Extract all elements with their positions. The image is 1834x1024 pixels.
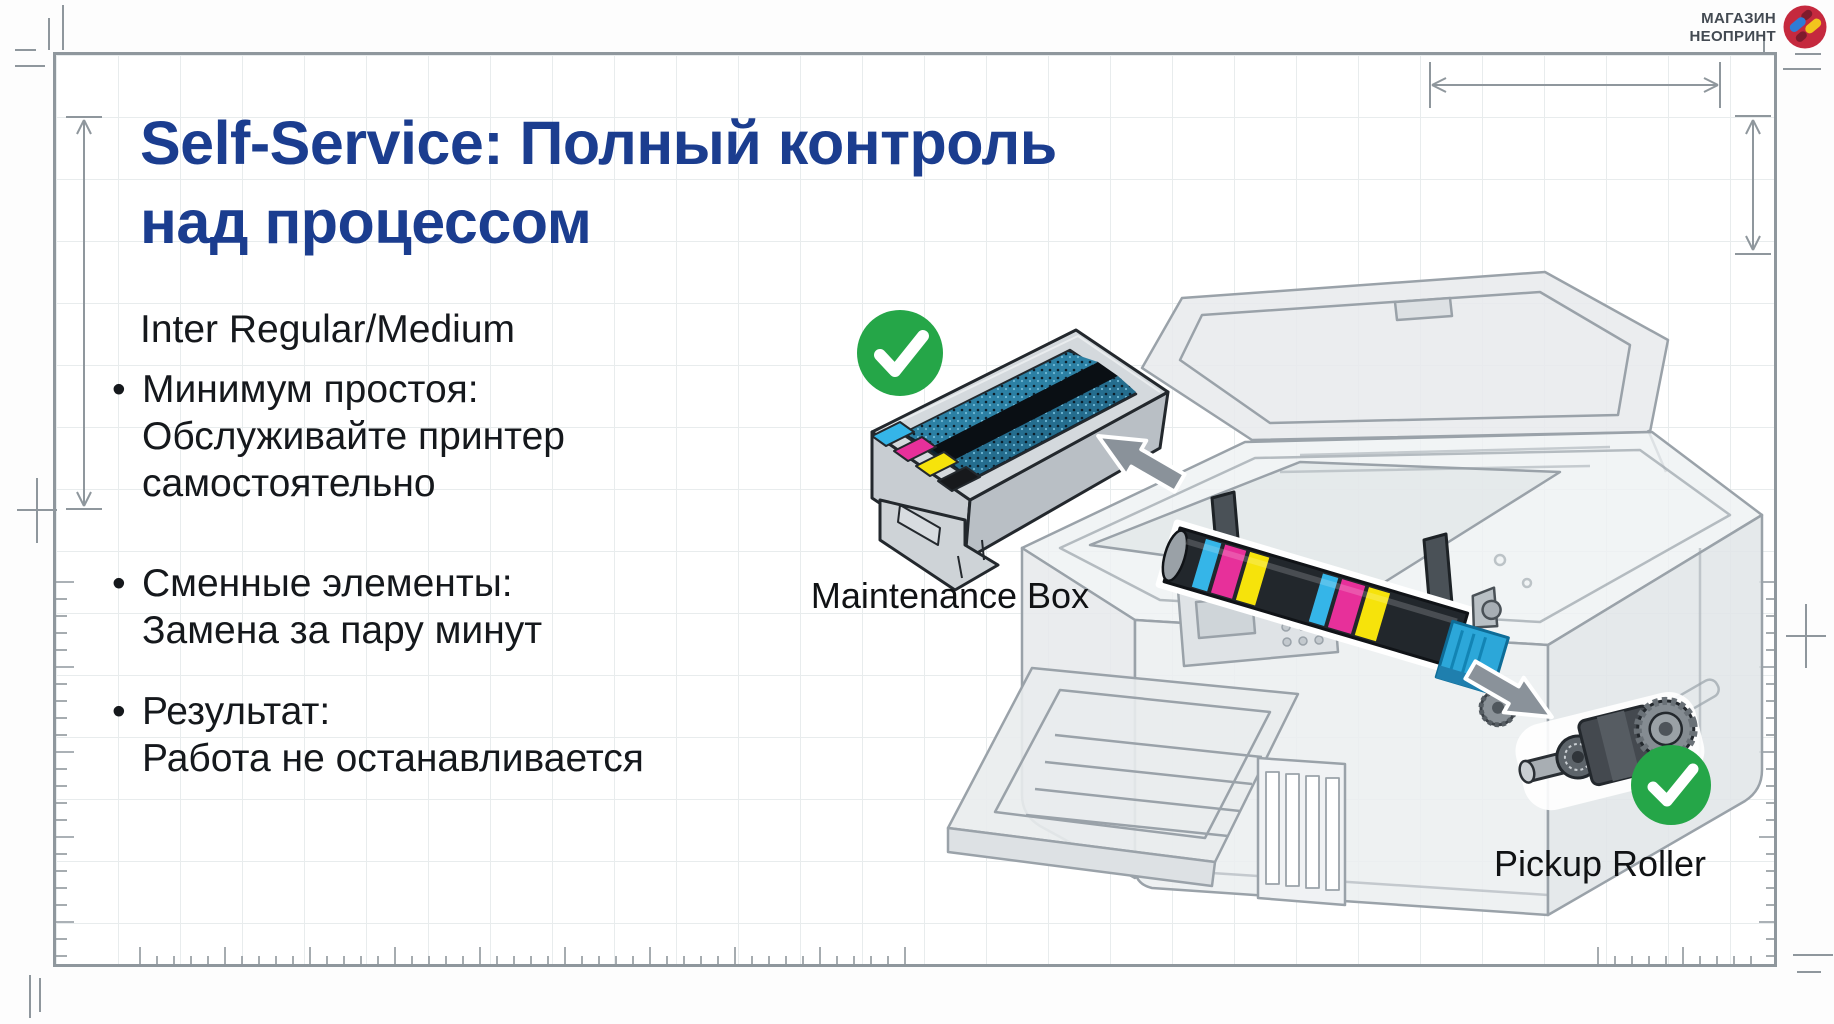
brand-block: МАГАЗИН НЕОПРИНТ xyxy=(1690,4,1828,55)
check-icon xyxy=(857,310,943,396)
bullet-dot: • xyxy=(112,690,126,733)
bullet-item: • Минимум простоя: Обслуживайте принтер … xyxy=(112,366,752,507)
vertical-dimension-arrow-left xyxy=(66,116,102,510)
bullet-text: Результат: Работа не останавливается xyxy=(142,690,644,780)
bullet-text: Сменные элементы: Замена за пару минут xyxy=(142,562,543,652)
ruler-ticks xyxy=(56,581,1777,967)
vertical-dimension-arrow-right xyxy=(1735,115,1771,255)
pickup-roller-label: Pickup Roller xyxy=(1493,843,1707,884)
bullet-item: • Сменные элементы: Замена за пару минут xyxy=(112,560,752,654)
maintenance-box-label: Maintenance Box xyxy=(810,575,1090,616)
crosshair-mark-left xyxy=(17,478,57,543)
horizontal-dimension-arrow-top xyxy=(1429,62,1721,108)
bullet-text: Минимум простоя: Обслуживайте принтер са… xyxy=(142,368,565,505)
corner-marks xyxy=(15,5,1833,1018)
bullet-dot: • xyxy=(112,562,126,605)
check-icon xyxy=(1631,745,1711,825)
subtitle: Inter Regular/Medium xyxy=(140,308,515,351)
bullet-dot: • xyxy=(112,368,126,411)
bullet-item: • Результат: Работа не останавливается xyxy=(112,688,752,782)
neoprint-logo-icon xyxy=(1782,4,1828,55)
page-title: Self-Service: Полный контроль над процес… xyxy=(140,109,1057,256)
maintenance-box-illustration xyxy=(870,328,1170,592)
arrow-to-pickup-roller-icon xyxy=(1463,659,1554,719)
dimension-marks xyxy=(15,5,1833,1018)
bullet-list: • Минимум простоя: Обслуживайте принтер … xyxy=(112,366,752,782)
arrow-to-maintenance-box-icon xyxy=(1096,434,1187,494)
crosshair-mark-right xyxy=(1786,604,1826,668)
brand-name: МАГАЗИН НЕОПРИНТ xyxy=(1689,10,1776,45)
